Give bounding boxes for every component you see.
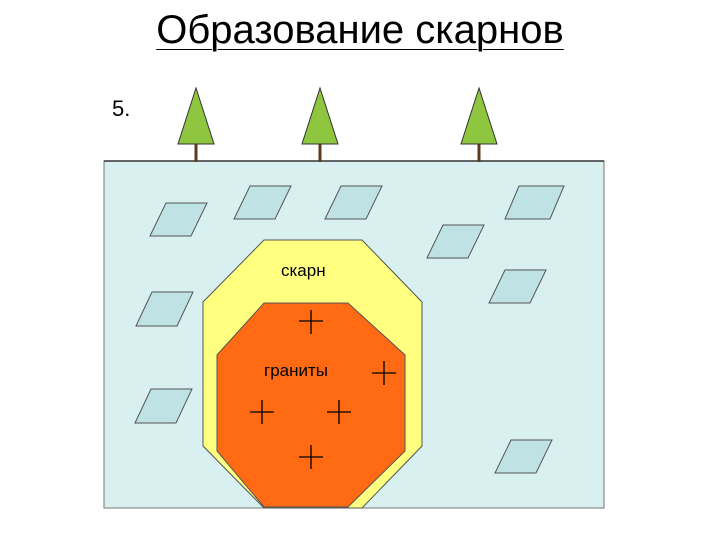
- page-title: Образование скарнов: [156, 8, 564, 52]
- step-number: 5.: [112, 96, 131, 121]
- plus-icon: [372, 361, 396, 385]
- crystal-icon: [488, 269, 547, 304]
- tree-icon: [460, 86, 498, 162]
- crystal-icon: [426, 224, 485, 259]
- plus-icon: [299, 310, 323, 334]
- crystal-icon: [494, 439, 553, 474]
- crystal-icon: [324, 185, 383, 220]
- crystal-icon: [233, 185, 292, 220]
- plus-icon: [299, 445, 323, 469]
- crystal-icon: [135, 291, 194, 327]
- granite-intrusion: [216, 302, 406, 508]
- skarn-label: скарн: [281, 261, 326, 280]
- plus-icon: [250, 400, 274, 424]
- tree-icon: [301, 86, 339, 162]
- crystal-icon: [134, 388, 193, 424]
- granites-label: граниты: [264, 361, 328, 380]
- tree-icon: [177, 86, 215, 162]
- crystal-icon: [504, 185, 565, 220]
- crystal-icon: [149, 202, 208, 237]
- plus-icon: [327, 400, 351, 424]
